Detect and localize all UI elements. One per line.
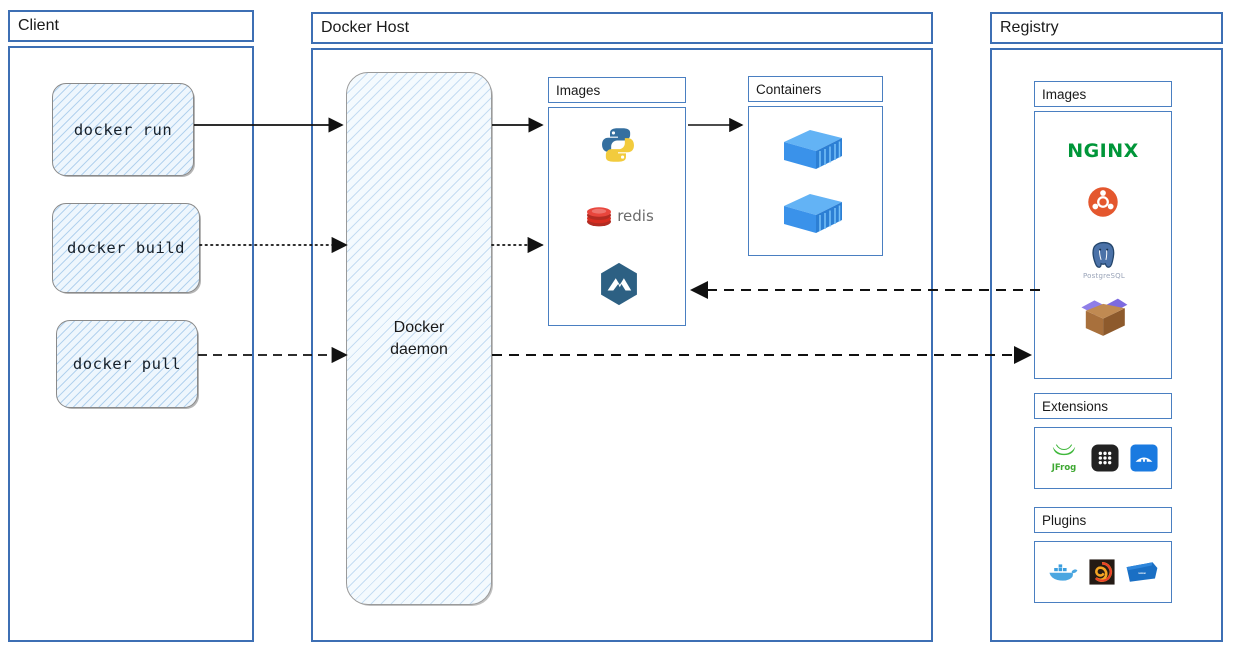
ubuntu-icon — [1086, 185, 1120, 219]
open-box-icon — [1076, 292, 1132, 340]
host-images-panel-body — [548, 107, 686, 326]
mesosphere-icon — [597, 261, 641, 307]
registry-zone-header: Registry — [990, 12, 1223, 44]
registry-extensions-panel-header: Extensions — [1034, 393, 1172, 419]
connector-pull-to-daemon — [198, 346, 358, 364]
vmware-label: vmw — [1138, 571, 1146, 575]
shipping-container-icon — [779, 190, 847, 238]
disk-icon — [1129, 443, 1159, 473]
client-zone-header: Client — [8, 10, 254, 42]
docker-daemon-box: Docker daemon — [346, 72, 492, 605]
nginx-icon: NGINX — [1055, 138, 1151, 164]
docker-daemon-label: Docker daemon — [390, 317, 448, 360]
connector-build-to-daemon — [199, 236, 358, 254]
registry-images-label: Images — [1042, 86, 1087, 102]
postgresql-icon: PostgreSQL — [1078, 238, 1130, 282]
connector-daemon-to-images — [492, 117, 552, 133]
app-grid-icon — [1090, 443, 1120, 473]
docker-host-zone-label: Docker Host — [321, 19, 410, 36]
host-containers-label: Containers — [756, 81, 822, 97]
python-icon — [597, 124, 639, 166]
docker-build-command[interactable]: docker build — [52, 203, 200, 293]
docker-host-zone-header: Docker Host — [311, 12, 933, 44]
connector-run-to-daemon — [194, 117, 354, 133]
plugins-icon-row: vmw — [1038, 545, 1168, 599]
extensions-icon-row: JFrog — [1038, 431, 1168, 485]
docker-run-label: docker run — [73, 120, 173, 139]
registry-plugins-panel-header: Plugins — [1034, 507, 1172, 533]
jfrog-icon: JFrog — [1047, 441, 1081, 475]
docker-whale-icon — [1046, 558, 1080, 586]
daemon-line-2: daemon — [390, 340, 448, 358]
docker-build-label: docker build — [67, 239, 185, 257]
docker-run-command[interactable]: docker run — [52, 83, 194, 176]
connector-registry-to-images — [682, 281, 1042, 299]
shipping-container-icon — [779, 126, 847, 174]
redis-icon: redis — [586, 200, 654, 232]
host-images-label: Images — [556, 82, 601, 98]
registry-zone-label: Registry — [1000, 19, 1059, 36]
vmware-icon: vmw — [1124, 558, 1160, 586]
jfrog-label: JFrog — [1051, 463, 1077, 473]
nginx-label: NGINX — [1067, 140, 1139, 162]
docker-pull-command[interactable]: docker pull — [56, 320, 198, 408]
daemon-line-1: Docker — [393, 318, 445, 336]
connector-daemon-to-registry — [492, 346, 1040, 364]
connector-images-to-containers — [688, 117, 752, 133]
postgresql-label: PostgreSQL — [1083, 272, 1125, 280]
connector-daemon-to-images-build — [491, 236, 552, 254]
registry-extensions-label: Extensions — [1042, 398, 1109, 414]
registry-images-panel-header: Images — [1034, 81, 1172, 107]
host-containers-panel-header: Containers — [748, 76, 883, 102]
docker-pull-label: docker pull — [72, 355, 182, 373]
redis-label: redis — [617, 207, 654, 225]
registry-plugins-label: Plugins — [1042, 512, 1087, 528]
host-images-panel-header: Images — [548, 77, 686, 103]
spiral-icon — [1088, 558, 1116, 586]
client-zone-label: Client — [18, 17, 59, 34]
